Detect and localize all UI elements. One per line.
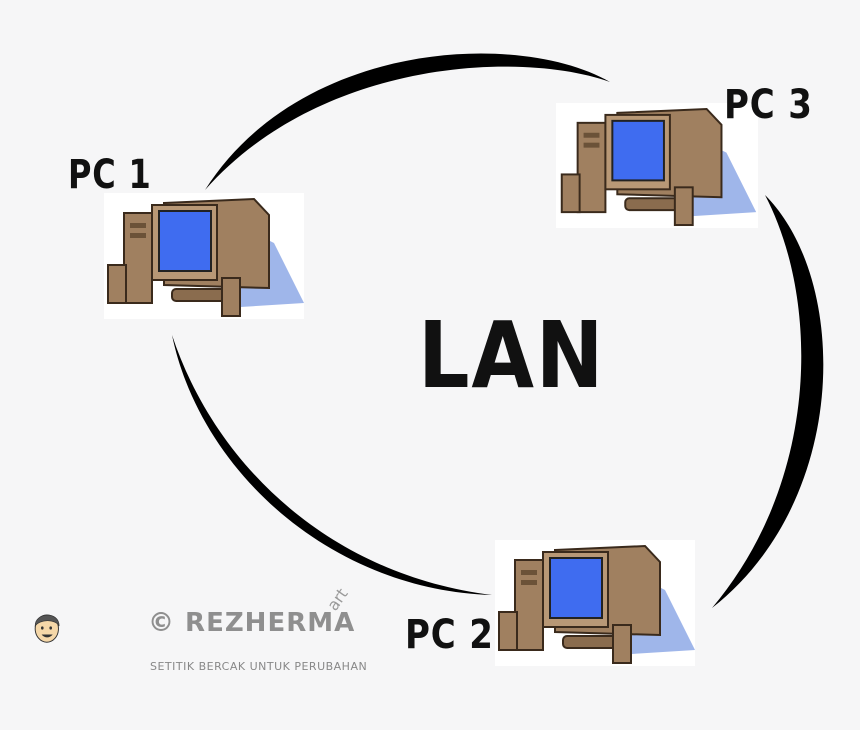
pc3-label: PC 3 (724, 82, 813, 128)
pc2-computer-icon (495, 540, 695, 666)
cartoon-face-icon (34, 614, 60, 643)
watermark-brand: © REZHERMA (148, 608, 356, 638)
pc1-computer-icon (104, 193, 304, 319)
connection-pc3-pc2 (712, 195, 824, 608)
connection-pc2-pc1 (172, 335, 492, 595)
connection-pc1-pc3 (205, 53, 610, 190)
pc1-label: PC 1 (68, 152, 152, 198)
pc2-label: PC 2 (405, 612, 494, 658)
pc3-computer-icon (556, 103, 758, 228)
lan-center-label: LAN (418, 302, 606, 409)
watermark-tagline: SETITIK BERCAK UNTUK PERUBAHAN (150, 660, 368, 673)
